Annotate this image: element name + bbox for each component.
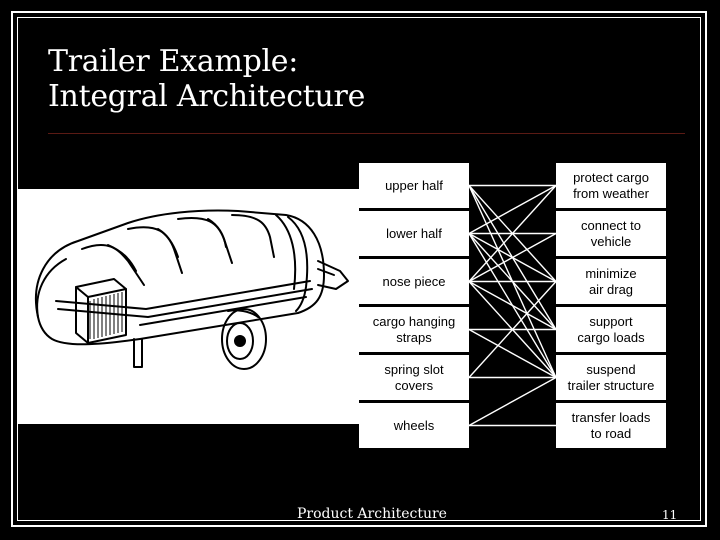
mapping-line xyxy=(468,280,557,331)
function-box: minimize air drag xyxy=(556,259,666,304)
slide-inner-border xyxy=(17,17,701,521)
slide-footer: Product Architecture xyxy=(297,506,447,522)
page-number: 11 xyxy=(662,508,678,522)
component-box: cargo hanging straps xyxy=(359,307,469,352)
component-box: lower half xyxy=(359,211,469,256)
function-box-label: suspend trailer structure xyxy=(567,361,655,393)
function-box-label: transfer loads to road xyxy=(571,409,651,441)
component-box: upper half xyxy=(359,163,469,208)
mapping-line xyxy=(468,376,557,427)
component-box: wheels xyxy=(359,403,469,448)
component-box-label: upper half xyxy=(385,177,443,193)
function-box-label: protect cargo from weather xyxy=(573,169,649,201)
component-box: nose piece xyxy=(359,259,469,304)
mapping-line xyxy=(468,185,557,282)
function-box: transfer loads to road xyxy=(556,403,666,448)
component-box: spring slot covers xyxy=(359,355,469,400)
component-box-label: lower half xyxy=(386,225,442,241)
slide-outer-border xyxy=(11,11,707,527)
function-box-label: connect to vehicle xyxy=(581,217,641,249)
function-box: protect cargo from weather xyxy=(556,163,666,208)
component-box-label: cargo hanging straps xyxy=(372,313,456,345)
function-box: support cargo loads xyxy=(556,307,666,352)
function-box-label: minimize air drag xyxy=(585,265,637,297)
mapping-line xyxy=(468,184,557,235)
mapping-line xyxy=(468,232,557,283)
title-divider xyxy=(48,133,685,134)
trailer-illustration xyxy=(18,189,359,424)
mapping-line xyxy=(468,328,557,379)
component-box-label: wheels xyxy=(393,417,435,433)
function-box: suspend trailer structure xyxy=(556,355,666,400)
function-box-label: support cargo loads xyxy=(577,313,645,345)
slide-title: Trailer Example: Integral Architecture xyxy=(48,44,365,114)
slide-title-line-1: Trailer Example: xyxy=(48,44,299,79)
component-box-label: nose piece xyxy=(382,273,446,289)
mapping-line xyxy=(468,281,557,378)
function-box: connect to vehicle xyxy=(556,211,666,256)
slide-title-line-2: Integral Architecture xyxy=(48,79,366,114)
component-box-label: spring slot covers xyxy=(384,361,444,393)
